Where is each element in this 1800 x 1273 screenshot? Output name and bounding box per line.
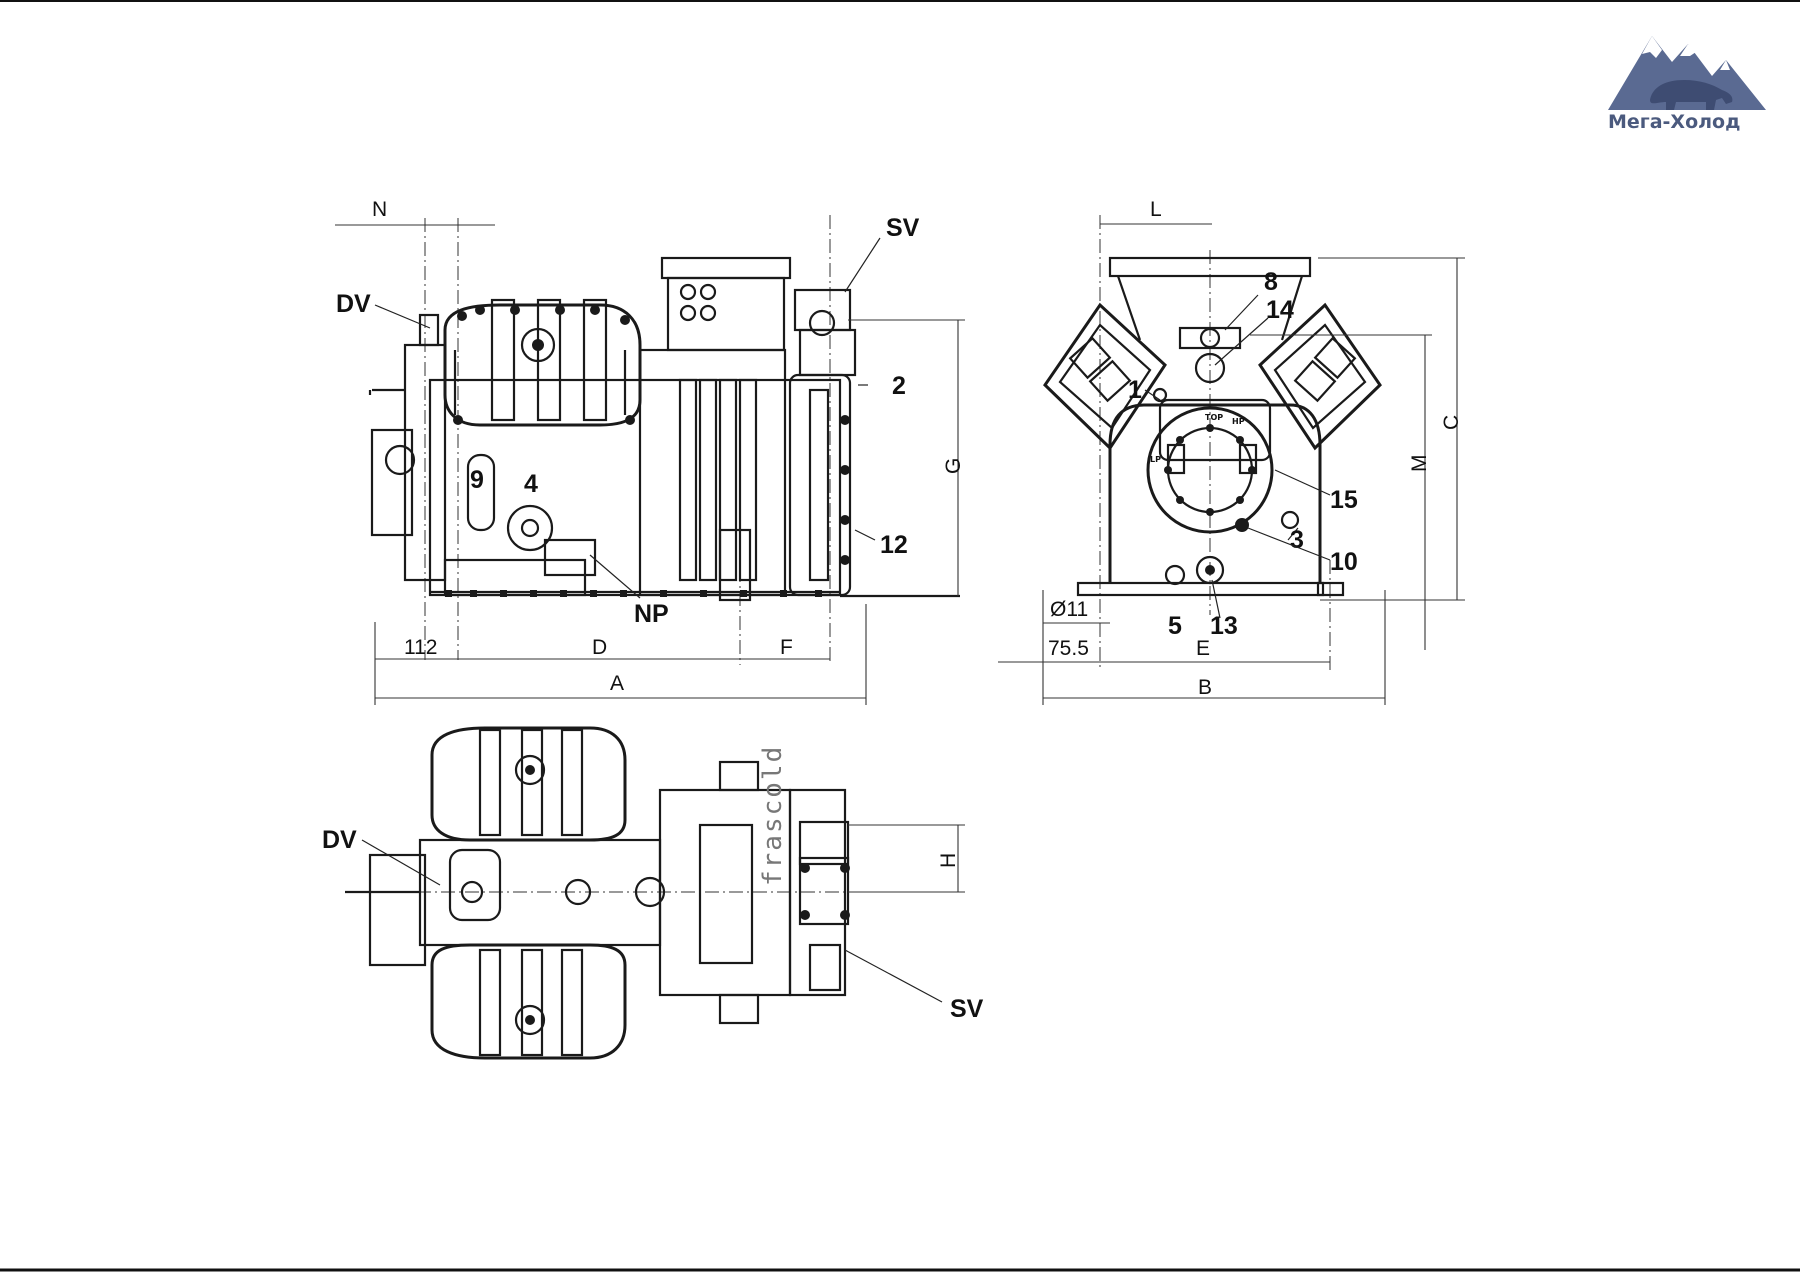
left-cylinder-bank bbox=[1043, 302, 1167, 451]
dim-b: B bbox=[1198, 676, 1212, 699]
callout-8: 8 bbox=[1264, 268, 1278, 296]
crankcase bbox=[428, 378, 842, 597]
callout-sv: SV bbox=[886, 214, 920, 242]
front-view-callouts: 1 3 5 8 10 13 14 15 bbox=[1128, 268, 1358, 640]
callout-9: 9 bbox=[470, 466, 484, 494]
dim-m: M bbox=[1408, 455, 1431, 473]
dim-d: D bbox=[592, 636, 607, 659]
side-view: N G 112 D F A DV SV 2 4 9 12 NP bbox=[335, 198, 965, 705]
dim-c: C bbox=[1440, 415, 1463, 430]
top-motor-end bbox=[788, 788, 850, 997]
terminal-box bbox=[660, 256, 792, 352]
dim-d11: Ø11 bbox=[1050, 598, 1088, 621]
front-crankcase bbox=[1108, 403, 1322, 583]
top-view: frascold H DV SV bbox=[322, 726, 984, 1060]
oil-pump-plate: TOP HP LP bbox=[1146, 352, 1300, 586]
name-plate bbox=[543, 538, 597, 577]
callout-5: 5 bbox=[1168, 612, 1182, 640]
dim-a: A bbox=[610, 672, 624, 695]
callout-dv: DV bbox=[336, 290, 371, 318]
top-view-callouts: DV SV bbox=[322, 826, 984, 1023]
dim-g: G bbox=[942, 458, 965, 474]
callout-12: 12 bbox=[880, 531, 908, 559]
sight-glass bbox=[506, 504, 554, 552]
top-callout-dv: DV bbox=[322, 826, 357, 854]
plate-mark-lp: LP bbox=[1150, 455, 1161, 464]
top-head-lower bbox=[430, 943, 627, 1060]
dim-h: H bbox=[937, 853, 960, 868]
callout-13: 13 bbox=[1210, 612, 1238, 640]
suction-valve bbox=[793, 288, 857, 377]
dim-l: L bbox=[1150, 198, 1162, 221]
front-terminal-box bbox=[1108, 256, 1312, 278]
callout-np: NP bbox=[634, 600, 669, 628]
dim-75-5: 75.5 bbox=[1048, 637, 1089, 660]
top-head-upper bbox=[430, 726, 627, 842]
callout-4: 4 bbox=[524, 470, 538, 498]
dim-f: F bbox=[780, 636, 793, 659]
cylinder-head bbox=[443, 298, 642, 427]
top-oil-pump bbox=[368, 853, 427, 967]
side-view-callouts: DV SV 2 4 9 12 NP bbox=[336, 214, 920, 628]
dim-112: 112 bbox=[404, 636, 437, 659]
front-view-dimensions: L C M Ø11 75.5 E B bbox=[998, 198, 1465, 699]
callout-15: 15 bbox=[1330, 486, 1358, 514]
callout-10: 10 bbox=[1330, 548, 1358, 576]
callout-3: 3 bbox=[1290, 526, 1304, 554]
logo-text: Мега-Холод bbox=[1608, 111, 1740, 133]
callout-14: 14 bbox=[1266, 296, 1294, 324]
base-bolts bbox=[445, 590, 822, 597]
plate-mark-hp: HP bbox=[1232, 417, 1245, 426]
callout-2: 2 bbox=[892, 372, 906, 400]
top-terminal-box: frascold bbox=[658, 745, 792, 1025]
top-view-dimensions: H bbox=[848, 824, 965, 893]
bear-mountain-logo-icon: Мега-Холод bbox=[1608, 36, 1766, 133]
front-view: TOP HP LP L C M Ø11 75.5 E bbox=[998, 198, 1465, 705]
callout-1: 1 bbox=[1128, 376, 1142, 404]
oil-pump-cover bbox=[368, 313, 447, 582]
dim-e: E bbox=[1196, 637, 1210, 660]
plate-mark-top: TOP bbox=[1205, 413, 1223, 422]
oil-port-9 bbox=[466, 453, 496, 532]
side-view-dimensions: N G 112 D F A bbox=[335, 198, 965, 699]
brand-plate: frascold bbox=[758, 745, 788, 886]
dim-n: N bbox=[372, 198, 387, 221]
right-cylinder-bank bbox=[1258, 302, 1382, 451]
base-plate bbox=[1076, 581, 1325, 597]
motor-housing bbox=[638, 348, 852, 602]
top-callout-sv: SV bbox=[950, 995, 984, 1023]
